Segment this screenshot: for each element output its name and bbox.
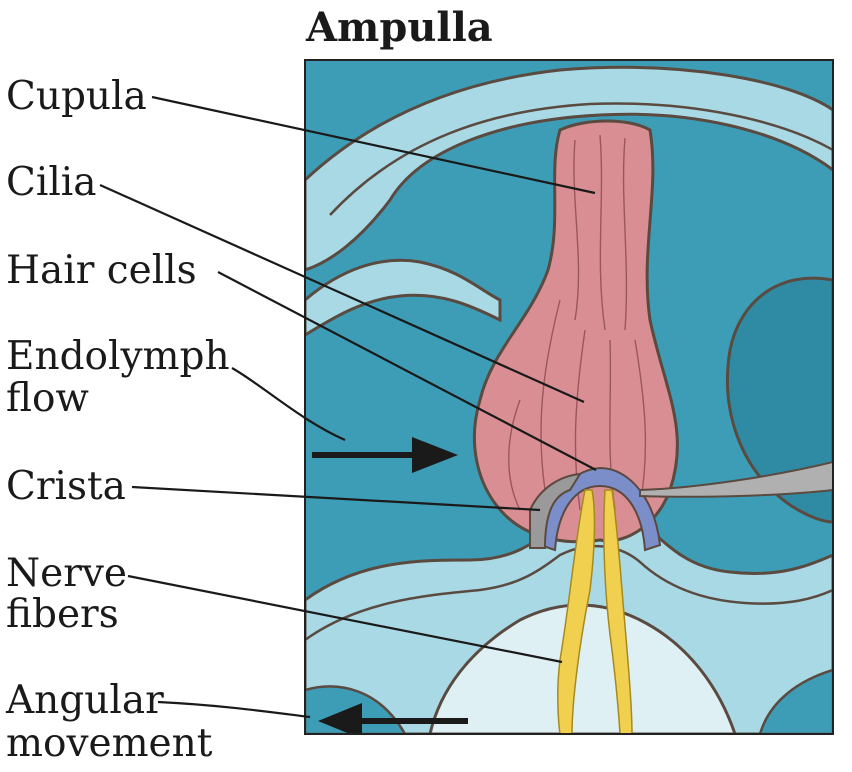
crista-gray [529,472,582,549]
hair-cells-leader [217,271,597,471]
endolymph-flow-arrow [312,437,458,473]
angular-label: Angular [6,678,164,723]
nerve-label: Nerve [6,551,127,596]
movement-label: movement [6,721,213,766]
angular-movement-arrow [318,703,468,734]
nerve-fibers-leader [127,574,563,664]
illustration-frame [304,59,834,735]
diagram-title: Ampulla [306,4,493,51]
fibers-label: fibers [6,592,119,637]
cupula-label: Cupula [6,74,147,119]
canal-bulge [726,276,833,524]
ampulla-drawing [305,60,833,734]
cilia-label: Cilia [6,160,97,205]
crista-leader [131,485,541,512]
endolymph-leader [231,367,346,442]
endolymph-label: Endolymph [6,334,230,379]
angular-movement-leader [157,700,311,719]
cilia-leader [99,183,585,404]
flow-label: flow [6,376,89,421]
hair-cells-label: Hair cells [6,248,197,293]
cupula-shape [472,119,679,544]
cupula-leader [151,95,596,195]
ampulla-wall-upper [305,65,833,272]
crista-label: Crista [6,464,126,509]
